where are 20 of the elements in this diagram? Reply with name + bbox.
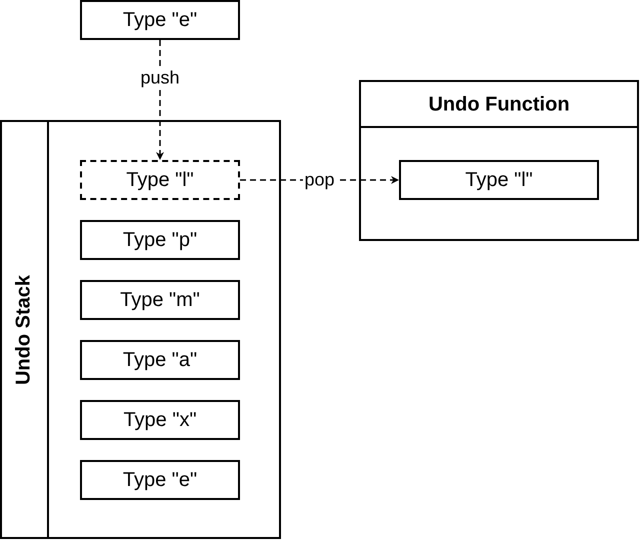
process-box bbox=[80, 220, 240, 260]
process-box bbox=[80, 340, 240, 380]
process-box bbox=[399, 160, 599, 200]
stack-container bbox=[0, 120, 281, 539]
process-box bbox=[80, 280, 240, 320]
process-box bbox=[80, 460, 240, 500]
box-label: Type "l" bbox=[126, 168, 194, 192]
heading: Undo Stack bbox=[12, 274, 36, 385]
box-label: Type "e" bbox=[122, 468, 198, 492]
box-label: Type "x" bbox=[123, 408, 197, 432]
function-container bbox=[359, 80, 639, 241]
process-box bbox=[80, 160, 240, 200]
box-label: Type "p" bbox=[122, 228, 198, 252]
process-box bbox=[80, 0, 240, 40]
process-box bbox=[80, 400, 240, 440]
box-label: Type "l" bbox=[465, 168, 533, 192]
box-label: Type "m" bbox=[120, 288, 200, 312]
heading: Undo Function bbox=[428, 94, 570, 116]
box-label: Type "a" bbox=[122, 348, 198, 372]
box-label: Type "e" bbox=[122, 8, 198, 32]
